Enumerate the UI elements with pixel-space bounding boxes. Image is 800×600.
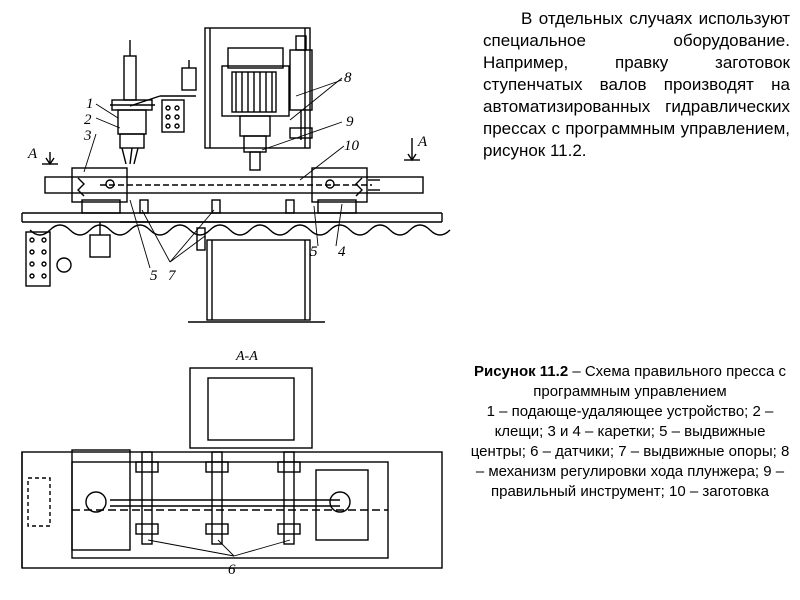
section-title: А-А [235, 349, 258, 364]
label-5-right: 5 [310, 244, 318, 260]
caption-title: Рисунок 11.2 [473, 363, 569, 380]
label-10: 10 [344, 138, 360, 154]
leader-lines [83, 77, 345, 269]
label-3: 3 [83, 128, 92, 144]
label-9: 9 [346, 114, 354, 130]
section-arrows [42, 138, 420, 166]
right-carriage [311, 167, 380, 214]
section-carriages [27, 449, 369, 551]
section-leaders [147, 539, 291, 557]
plunger-assembly [221, 47, 290, 171]
intro-paragraph: В отдельных случаях используют специальн… [483, 9, 790, 160]
label-6: 6 [228, 562, 236, 578]
left-carriage [71, 167, 128, 258]
control-panel [25, 231, 72, 287]
press-schematic-drawing: 1 2 3 4 5 5 6 7 8 9 10 А А А-А [21, 27, 451, 578]
stroke-regulator [181, 35, 313, 140]
section-mark-left: А [27, 146, 38, 162]
press-bed [21, 212, 451, 236]
section-mark-right: А [417, 134, 428, 150]
label-2: 2 [84, 112, 92, 128]
feed-device [110, 40, 196, 165]
section-sensors [135, 451, 301, 545]
label-5-left: 5 [150, 268, 158, 284]
workpiece [44, 176, 424, 194]
caption-subtitle: – Схема правильного пресса с программным… [533, 363, 786, 400]
caption-legend: 1 – подающе-удаляющее устройство; 2 – кл… [470, 403, 790, 500]
figure-caption: Рисунок 11.2 – Схема правильного пресса … [466, 362, 794, 502]
label-7: 7 [168, 268, 177, 284]
label-8: 8 [344, 70, 352, 86]
label-4: 4 [338, 244, 346, 260]
label-1: 1 [86, 96, 94, 112]
section-column [189, 367, 313, 449]
